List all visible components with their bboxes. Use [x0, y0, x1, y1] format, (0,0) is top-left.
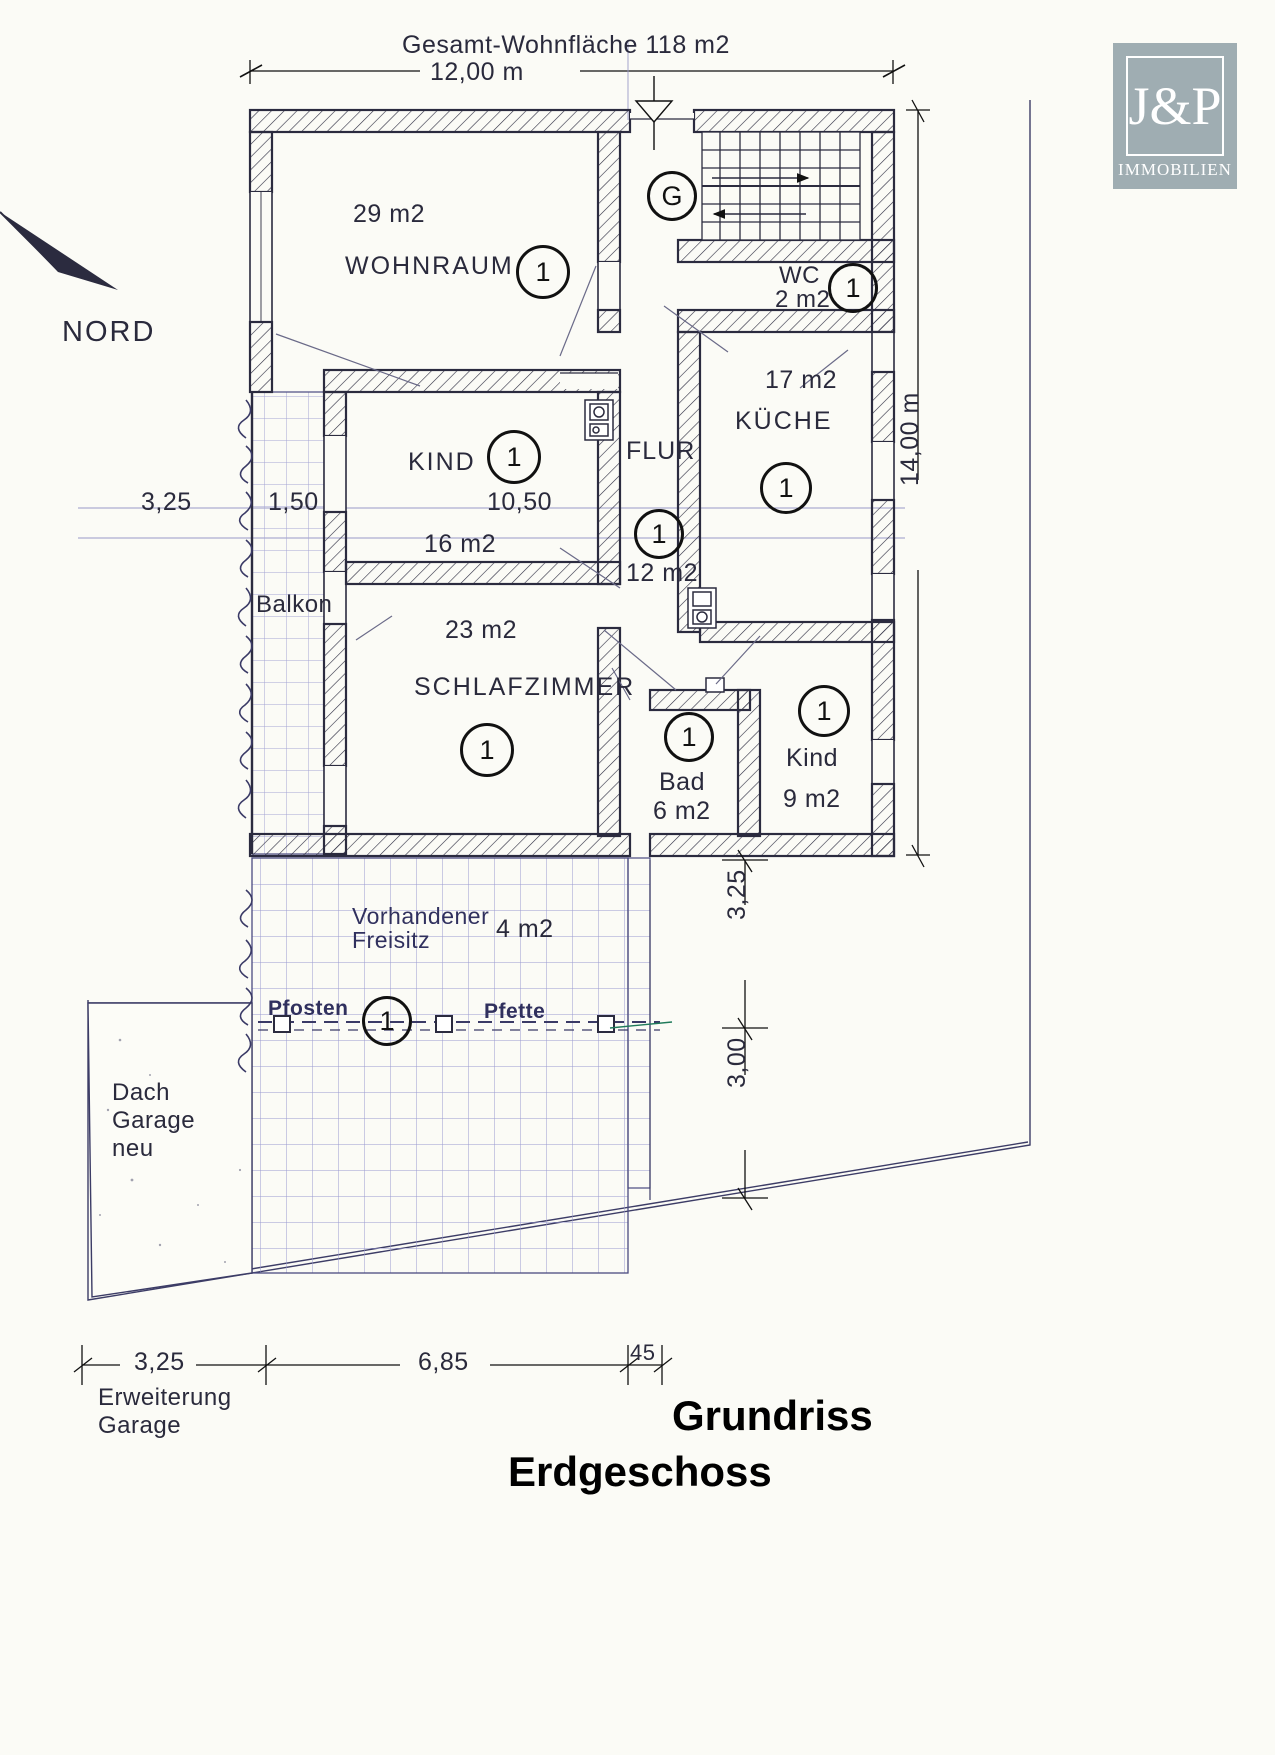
wall-group	[248, 108, 896, 858]
erweiterung-line1: Erweiterung	[98, 1384, 232, 1411]
room-label-kueche: KÜCHE	[735, 407, 833, 435]
freisitz-area: 4 m2	[496, 915, 554, 943]
dach-garage-line2: Garage	[112, 1107, 196, 1134]
logo-mark: J&P	[1128, 75, 1222, 136]
dimension-left-offset: 3,25	[141, 488, 192, 516]
dimension-bottom-terrace: 6,85	[418, 1348, 469, 1376]
north-label: NORD	[62, 316, 156, 348]
marker-bad: 1	[664, 712, 714, 762]
paper-speckle	[99, 1038, 242, 1263]
pfette-label: Pfette	[484, 1000, 546, 1023]
fixture-symbols	[584, 399, 725, 693]
drawing-title-line2: Erdgeschoss	[508, 1448, 772, 1495]
room-area-kind-upper: 16 m2	[424, 530, 496, 558]
leader-lines	[275, 265, 849, 701]
dach-garage-area	[87, 1002, 253, 1298]
freisitz-area	[251, 857, 651, 1274]
balkon-area	[237, 391, 325, 1073]
room-label-kind-lower: Kind	[786, 744, 839, 772]
dimension-top	[239, 60, 906, 84]
dach-garage-line1: Dach	[112, 1079, 171, 1106]
room-area-bad: 6 m2	[653, 797, 711, 825]
room-area-kind-lower: 9 m2	[783, 785, 841, 813]
logo-frame: J&P	[1125, 55, 1225, 157]
room-label-flur: FLUR	[626, 437, 696, 465]
erweiterung-line2: Garage	[98, 1412, 182, 1439]
entry-arrow-icon	[634, 76, 674, 150]
room-label-bad: Bad	[659, 768, 705, 796]
room-label-schlafzimmer: SCHLAFZIMMER	[414, 673, 636, 701]
freisitz-label-line1: Vorhandener	[352, 903, 490, 929]
marker-schlafzimmer: 1	[460, 723, 514, 777]
marker-kueche: 1	[760, 462, 812, 514]
dimension-right-lower-label: 3,00	[723, 1037, 751, 1088]
drawing-title-line1: Grundriss	[672, 1392, 873, 1439]
dimension-bottom	[73, 1345, 673, 1385]
room-label-wohnraum: WOHNRAUM	[345, 252, 514, 280]
room-label-balkon: Balkon	[256, 591, 333, 618]
marker-flur: 1	[634, 509, 684, 559]
dach-garage-line3: neu	[112, 1135, 154, 1162]
pfosten-label: Pfosten	[268, 997, 349, 1020]
dimension-kind-width: 10,50	[487, 488, 553, 516]
pfette-line	[258, 1015, 673, 1033]
dimension-right	[906, 99, 930, 868]
marker-freisitz: 1	[362, 996, 412, 1046]
marker-stairs-g: G	[647, 171, 697, 221]
freisitz-label-line2: Freisitz	[352, 927, 431, 953]
dimension-top-label: 12,00 m	[424, 58, 530, 87]
dimension-bottom-small: 45	[630, 1340, 656, 1365]
room-label-wc: WC	[779, 262, 820, 289]
marker-kind-upper: 1	[487, 430, 541, 484]
staircase	[701, 131, 861, 241]
dimension-balcony-width: 1,50	[268, 488, 319, 516]
room-label-kind-upper: KIND	[408, 448, 476, 476]
dimension-bottom-garage: 3,25	[134, 1348, 185, 1376]
marker-kind-lower: 1	[798, 685, 850, 737]
room-area-wohnraum: 29 m2	[353, 200, 425, 228]
marker-wc: 1	[828, 263, 878, 313]
room-area-wc: 2 m2	[775, 286, 831, 313]
room-area-kueche: 17 m2	[765, 366, 837, 394]
dimension-right-lower	[722, 849, 768, 1211]
company-logo: J&P IMMOBILIEN	[1113, 43, 1237, 189]
dimension-right-upper: 3,25	[723, 869, 751, 920]
page-title: Gesamt-Wohnfläche 118 m2	[402, 31, 730, 59]
room-area-flur: 12 m2	[626, 559, 698, 587]
dimension-right-label: 14,00 m	[896, 392, 924, 486]
room-area-schlafzimmer: 23 m2	[445, 616, 517, 644]
marker-wohnraum: 1	[516, 245, 570, 299]
north-arrow-icon	[0, 211, 118, 290]
logo-subtitle: IMMOBILIEN	[1118, 160, 1232, 180]
